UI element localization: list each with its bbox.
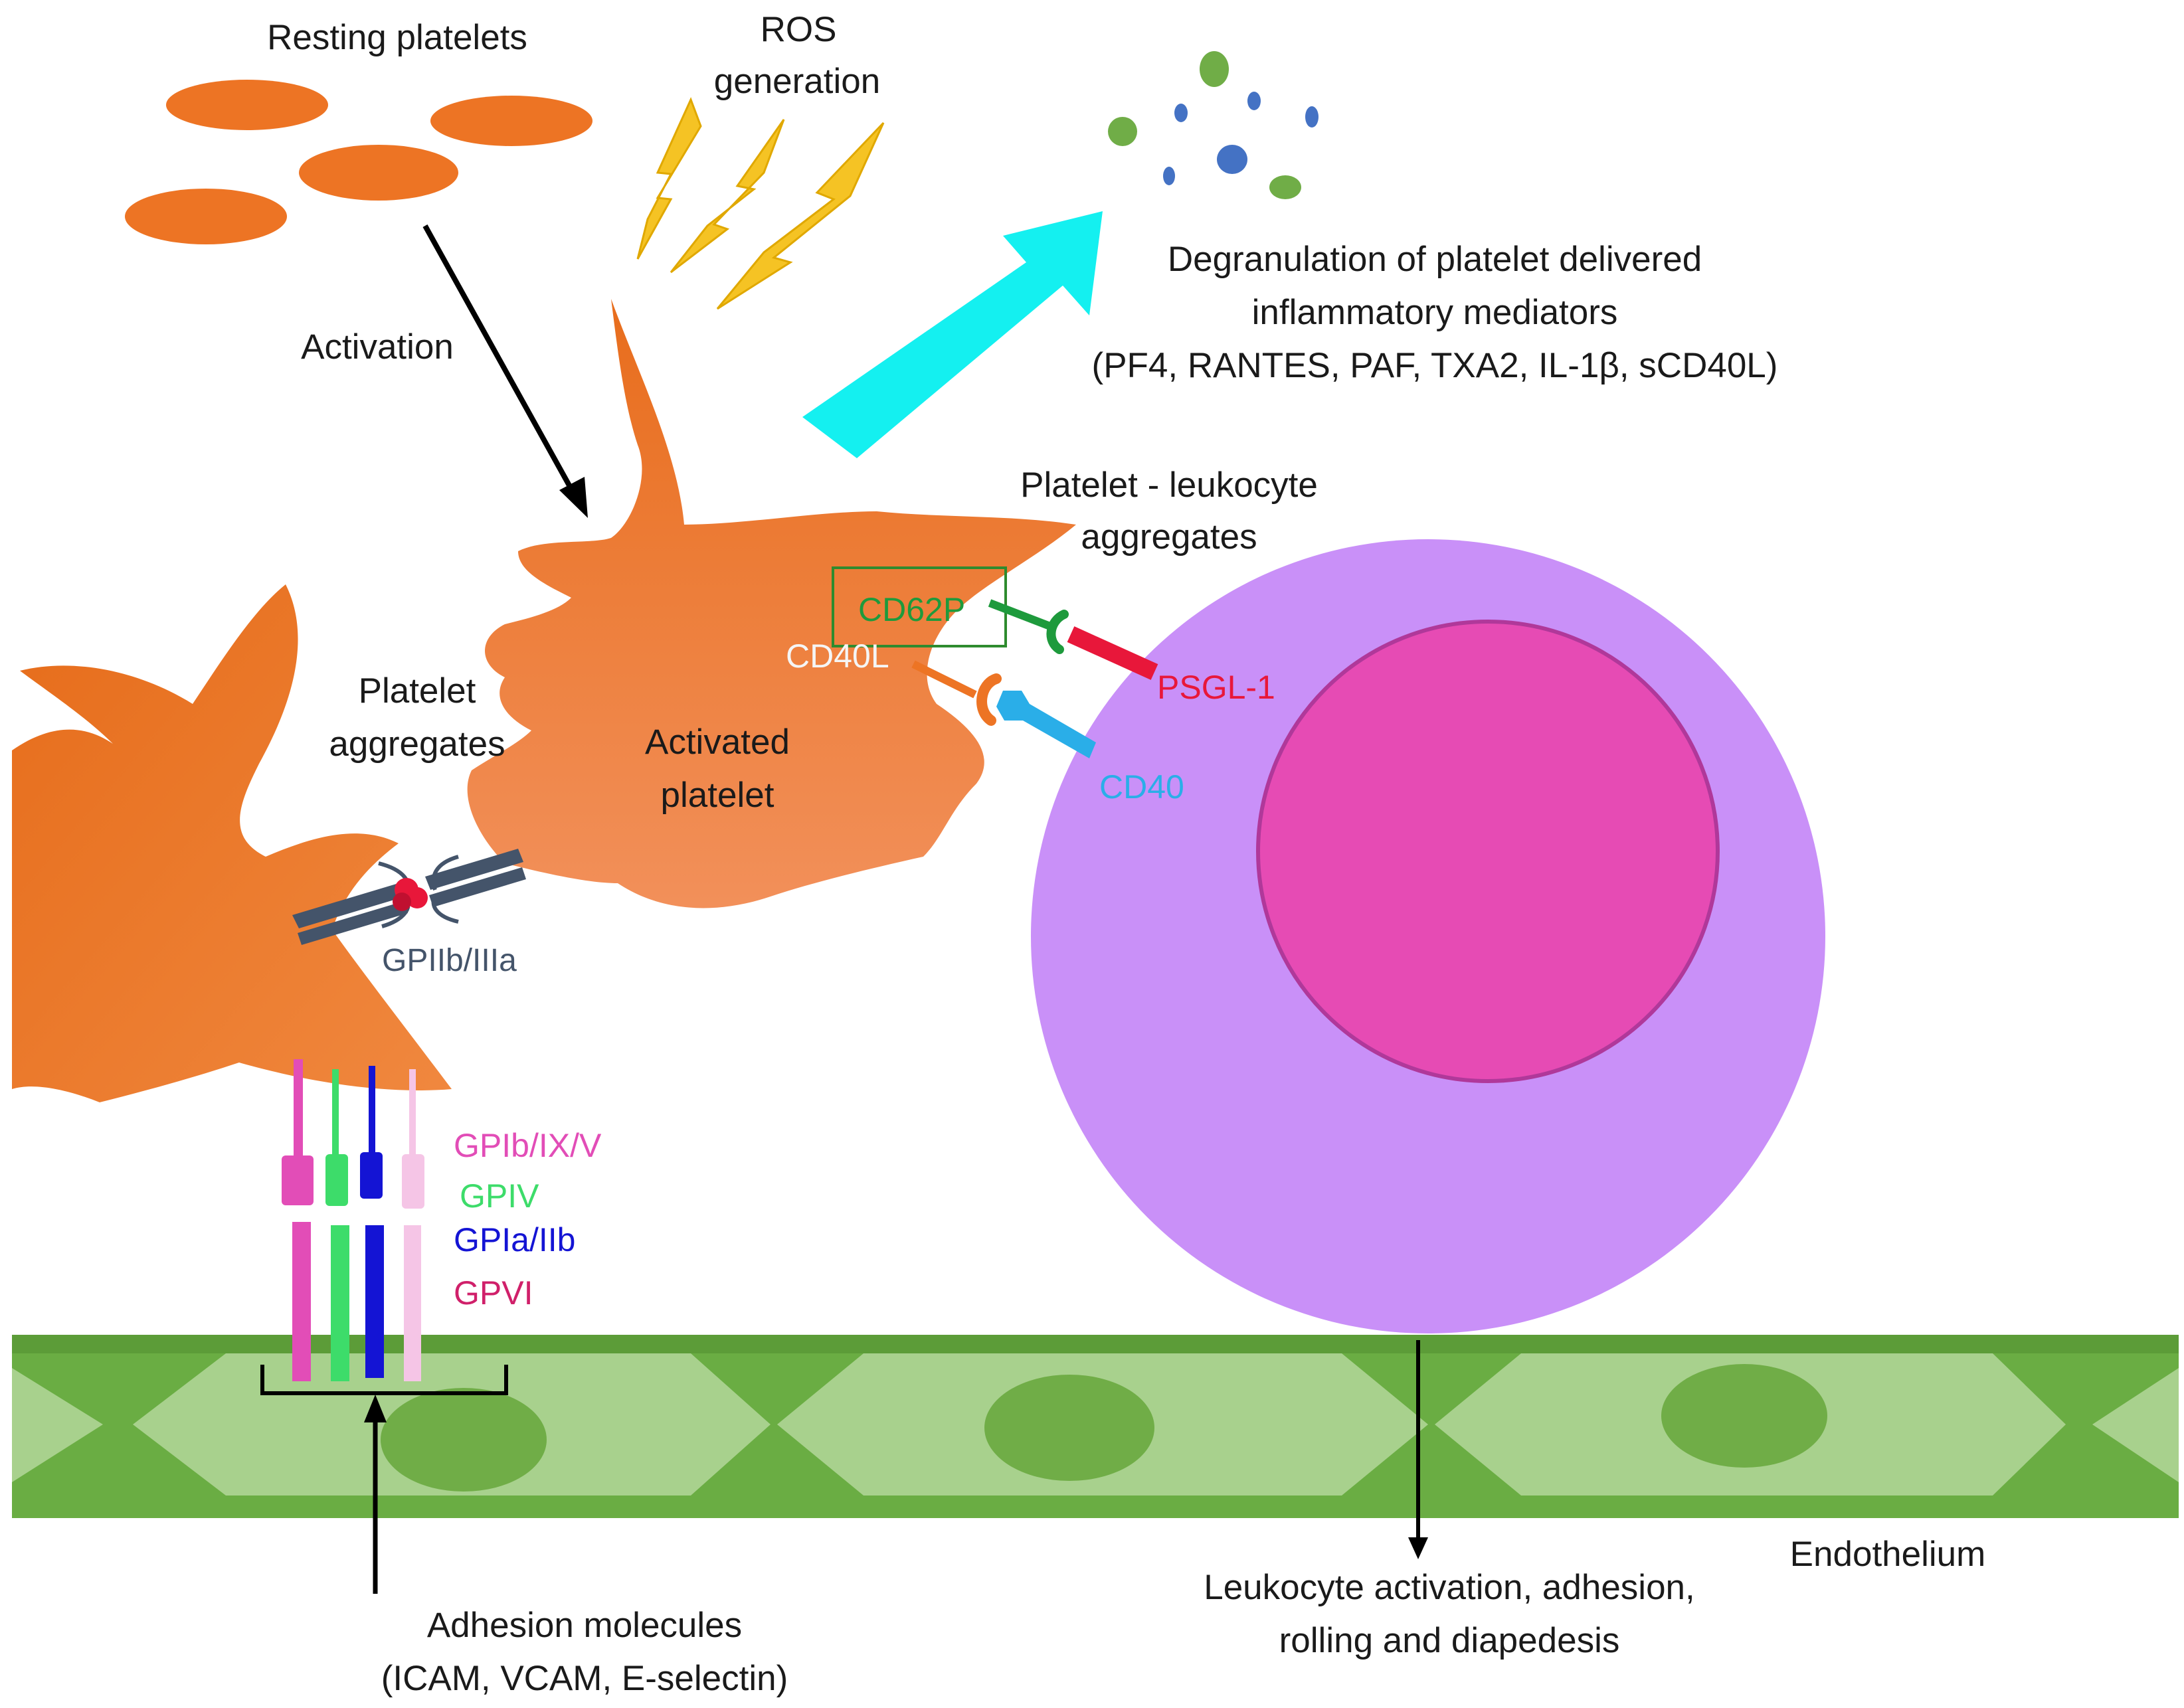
adhesion-bracket xyxy=(260,1365,508,1594)
receptor-gpvi xyxy=(402,1154,424,1209)
cd62p-psgl1-bond xyxy=(988,599,1158,680)
activated-platelet xyxy=(467,299,1076,908)
receptor-gpvi xyxy=(409,1069,416,1155)
label-cd40: CD40 xyxy=(1099,768,1184,806)
endothelial-nucleus xyxy=(984,1375,1154,1481)
label-ros-generation: generation xyxy=(714,62,880,101)
label-gpiv: GPIV xyxy=(460,1177,539,1215)
endothelial-nucleus xyxy=(1661,1364,1827,1468)
label-adhesion-molecules: Adhesion molecules xyxy=(427,1606,742,1645)
leukocyte-nucleus xyxy=(1256,620,1720,1083)
label-gpia: GPIa/IIb xyxy=(454,1221,575,1258)
label-platelet-leukocyte: Platelet - leukocyte xyxy=(1020,466,1318,505)
lightning-bolt-icon xyxy=(716,122,885,310)
resting-platelet xyxy=(299,145,458,201)
label-platelet: Platelet xyxy=(359,671,476,711)
lightning-bolt-icon xyxy=(670,119,785,274)
label-activated-platelet: platelet xyxy=(661,776,774,815)
receptor-gpib xyxy=(282,1155,314,1205)
label-endothelium: Endothelium xyxy=(1790,1535,1986,1574)
label-degranulation: Degranulation of platelet delivered xyxy=(1168,240,1702,279)
receptor-gpvi xyxy=(404,1225,421,1381)
endothelium-layer xyxy=(12,1335,2179,1518)
degranulation-arrow xyxy=(802,211,1103,458)
receptor-gpia xyxy=(369,1066,375,1153)
receptor-gpia xyxy=(360,1152,383,1199)
receptor-gpiv xyxy=(325,1154,348,1206)
endothelial-nucleus xyxy=(381,1388,547,1492)
gpiibiiia-connector xyxy=(292,849,526,945)
receptor-gpiv xyxy=(331,1225,349,1381)
label-activated: Activated xyxy=(645,723,790,762)
activation-arrow xyxy=(422,224,588,518)
label-cd62p: CD62P xyxy=(858,591,965,628)
label-mediator-list: (PF4, RANTES, PAF, TXA2, IL-1β, sCD40L) xyxy=(1092,346,1778,385)
label-resting-platelets: Resting platelets xyxy=(267,18,527,57)
receptor-gpiv xyxy=(332,1069,339,1155)
lightning-bolt-icon xyxy=(636,97,702,260)
receptor-gpib xyxy=(292,1222,311,1381)
receptor-gpia xyxy=(365,1225,384,1378)
resting-platelets xyxy=(125,80,592,244)
resting-platelet xyxy=(125,189,287,244)
aggregated-platelet xyxy=(12,584,452,1102)
granule-dots xyxy=(1108,51,1319,199)
label-rolling-diapedesis: rolling and diapedesis xyxy=(1279,1621,1620,1660)
label-gpiibiiia: GPIIb/IIIa xyxy=(382,943,517,978)
label-platelet-aggregates: aggregates xyxy=(329,725,505,764)
label-gpvi: GPVI xyxy=(454,1274,533,1312)
label-cd40l: CD40L xyxy=(786,638,889,675)
label-adhesion-list: (ICAM, VCAM, E-selectin) xyxy=(381,1659,788,1698)
endothelial-cell-edge xyxy=(12,1368,103,1482)
label-leukocyte-activation: Leukocyte activation, adhesion, xyxy=(1204,1568,1695,1607)
resting-platelet xyxy=(166,80,328,130)
label-ros: ROS xyxy=(761,10,837,49)
label-psgl1: PSGL-1 xyxy=(1157,669,1275,706)
receptor-gpib xyxy=(294,1059,303,1157)
label-activation: Activation xyxy=(301,327,454,367)
resting-platelet xyxy=(430,96,592,146)
label-gpib: GPIb/IX/V xyxy=(454,1127,602,1164)
label-aggregates: aggregates xyxy=(1081,517,1257,556)
ros-bolts xyxy=(636,97,885,310)
leukocyte xyxy=(1031,539,1825,1333)
endothelial-cell-edge xyxy=(2092,1368,2179,1482)
cd40l-cd40-bond xyxy=(911,660,1096,758)
glycoprotein-receptors xyxy=(282,1059,424,1381)
leukocyte-down-arrow xyxy=(1408,1340,1428,1559)
label-inflammatory-mediators: inflammatory mediators xyxy=(1252,293,1618,332)
